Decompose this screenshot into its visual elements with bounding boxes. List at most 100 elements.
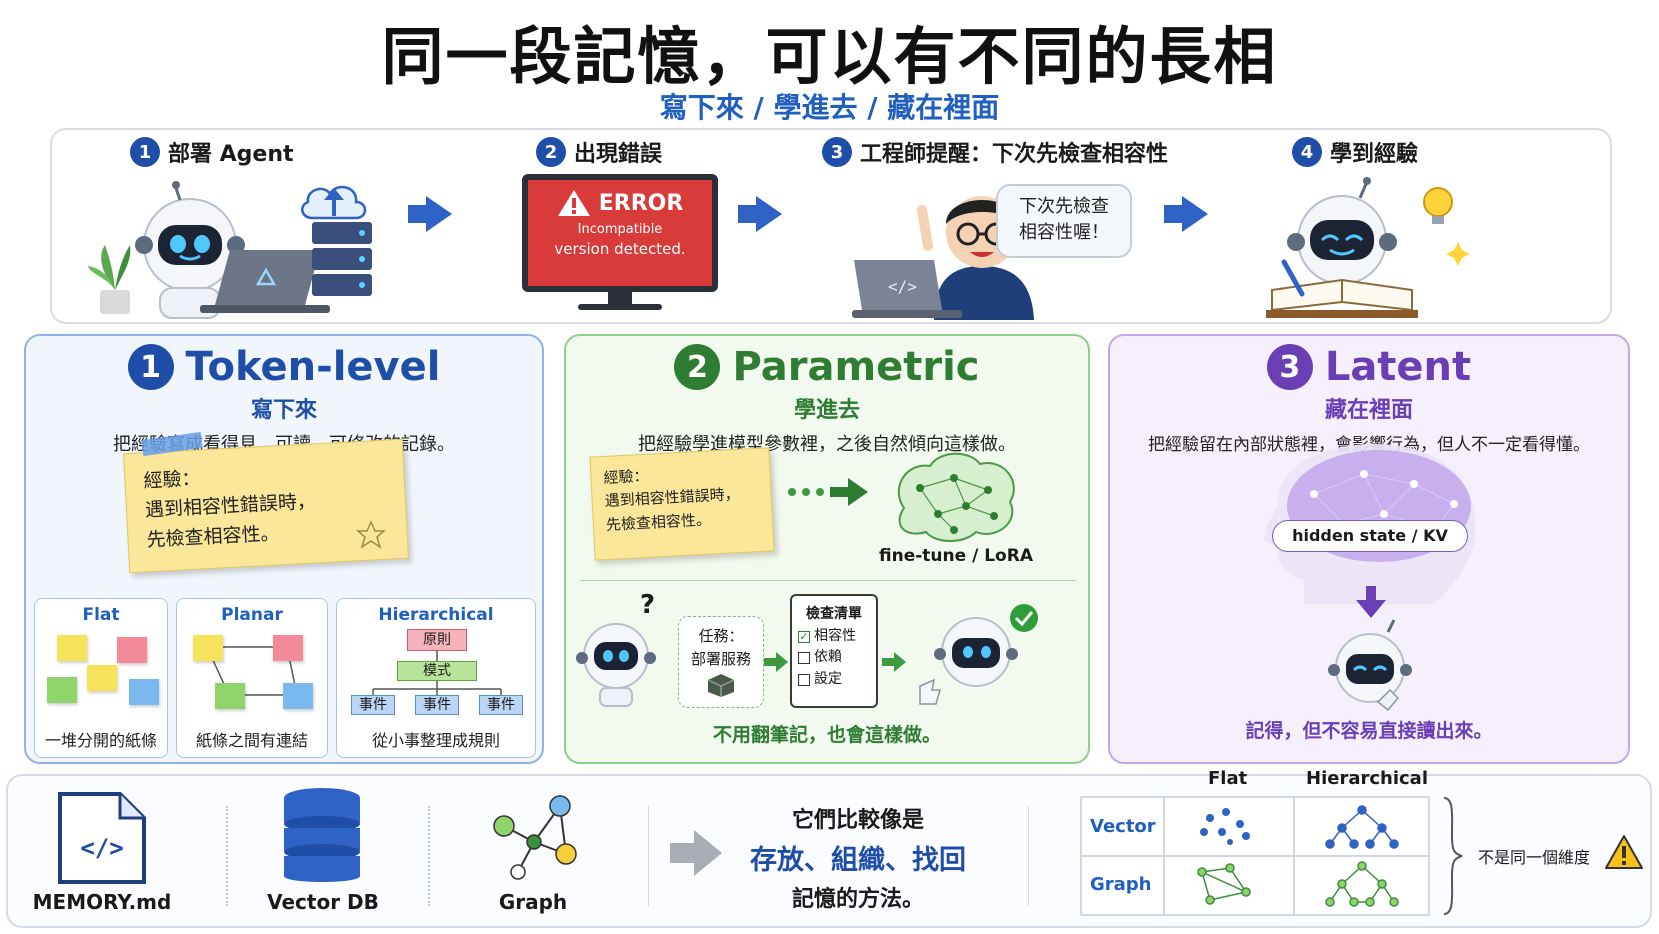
latent-subtitle: 藏在裡面 <box>1324 398 1413 423</box>
step-2-heading: 2 出現錯誤 <box>536 136 662 168</box>
checklist-label: 設定 <box>814 671 842 688</box>
checklist-item: 設定 <box>798 669 870 691</box>
graph-label: Graph <box>498 890 568 914</box>
sticky-note <box>283 683 313 709</box>
robot-learning-illustration <box>1266 177 1470 318</box>
step-number: 1 <box>130 137 160 167</box>
flat-caption: 一堆分開的紙條 <box>44 731 157 750</box>
hierarchical-title: Hierarchical <box>378 605 494 625</box>
step-1-heading: 1 部署 Agent <box>130 136 294 168</box>
methods-statement: 它們比較像是 存放、組織、找回 記憶的方法。 <box>728 802 988 913</box>
step-label: 出現錯誤 <box>574 142 663 167</box>
database-icon <box>284 788 360 882</box>
checklist-card: 檢查清單 ✓相容性 依賴 設定 <box>790 594 878 708</box>
sticky-note <box>87 665 117 691</box>
task-line-1: 任務： <box>698 627 744 645</box>
planar-box: Planar 紙條之間有連結 <box>176 598 328 758</box>
down-arrow-icon <box>1356 586 1386 618</box>
token-level-panel: 1 Token-level 寫下來 把經驗寫成看得見、可讀、可修改的記錄。 經驗… <box>24 334 544 764</box>
panel-number: 2 <box>674 344 721 390</box>
monitor-stand <box>608 292 632 306</box>
matrix-row-vector: Vector <box>1090 816 1156 837</box>
experience-note: 經驗： 遇到相容性錯誤時， 先檢查相容性。 <box>123 438 409 574</box>
panel-number: 1 <box>127 344 174 390</box>
neural-brain-icon <box>897 452 1015 542</box>
checkbox-checked-icon: ✓ <box>798 629 810 643</box>
checklist-item: 依賴 <box>798 647 870 669</box>
hier-event: 事件 <box>351 695 395 715</box>
statement-line-3: 記憶的方法。 <box>791 887 924 912</box>
statement-line-1: 它們比較像是 <box>791 808 924 833</box>
parametric-footer: 不用翻筆記，也會這樣做。 <box>712 724 941 746</box>
step-label: 工程師提醒：下次先檢查相容性 <box>860 142 1169 167</box>
planar-caption: 紙條之間有連結 <box>195 731 308 750</box>
code-glyph: </> <box>80 834 123 862</box>
monitor-base <box>578 304 662 310</box>
sticky-note <box>129 679 159 705</box>
step-number: 4 <box>1292 137 1322 167</box>
hidden-state-label: hidden state / KV <box>1272 520 1468 552</box>
step-3-heading: 3 工程師提醒：下次先檢查相容性 <box>822 136 1168 168</box>
matrix-row-graph: Graph <box>1090 874 1152 895</box>
code-glyph: </> <box>888 277 917 296</box>
divider <box>580 580 1076 581</box>
package-icon <box>707 674 735 697</box>
sticky-note <box>215 683 245 709</box>
flat-box: Flat 一堆分開的紙條 <box>34 598 168 758</box>
latent-panel: 3 Latent 藏在裡面 把經驗留在內部狀態裡，會影響行為，但人不一定看得懂。… <box>1108 334 1630 764</box>
hier-principle: 原則 <box>407 629 467 651</box>
bubble-line-1: 下次先檢查 <box>1019 196 1109 217</box>
sticky-note <box>193 635 223 661</box>
dotted-arrow-icon <box>788 478 868 506</box>
task-line-2: 部署服務 <box>690 649 751 668</box>
curly-brace-icon <box>1443 797 1463 915</box>
planar-title: Planar <box>221 605 283 625</box>
arrow-icon <box>882 652 906 672</box>
graph-flat-icon <box>1197 863 1251 905</box>
robot-thumbs-up-icon <box>919 604 1038 705</box>
step-label: 學到經驗 <box>1330 142 1419 167</box>
planar-graph-icon <box>206 646 298 696</box>
bubble-line-2: 相容性喔！ <box>1019 222 1109 244</box>
laptop-icon <box>852 260 962 318</box>
error-line-2: version detected. <box>554 240 686 258</box>
step-label: 部署 Agent <box>168 142 294 167</box>
panel-title-text: Latent <box>1324 344 1472 390</box>
hierarchical-caption: 從小事整理成規則 <box>371 731 500 750</box>
warning-icon <box>557 190 590 216</box>
sticky-note <box>57 635 87 661</box>
checklist-item: ✓ 相容性 <box>798 626 870 648</box>
gray-arrow-icon <box>670 830 722 876</box>
matrix-col-flat: Flat <box>1208 768 1248 789</box>
vector-db-label: Vector DB <box>267 890 379 914</box>
page-subtitle: 寫下來 / 學進去 / 藏在裡面 <box>659 91 1000 124</box>
parametric-subtitle: 學進去 <box>793 398 860 423</box>
panel-title-text: Parametric <box>732 344 980 390</box>
memory-matrix <box>1080 796 1430 916</box>
token-level-subtitle: 寫下來 <box>250 398 317 423</box>
checkbox-empty-icon <box>798 673 810 686</box>
warning-icon <box>1605 835 1643 869</box>
flow-arrow <box>408 196 452 232</box>
vector-hierarchy-icon <box>1325 805 1399 849</box>
matrix-col-hierarchical: Hierarchical <box>1306 768 1428 789</box>
star-icon <box>356 520 386 549</box>
robot-thinking-icon <box>1328 619 1412 712</box>
hier-pattern: 模式 <box>397 661 477 681</box>
brain-caption: fine-tune / LoRA <box>879 546 1033 566</box>
dimension-note: 不是同一個維度 <box>1478 848 1591 867</box>
plant-icon <box>88 245 131 314</box>
checklist-label: 相容性 <box>814 627 856 644</box>
panel-title-text: Token-level <box>185 344 441 390</box>
question-mark: ? <box>640 590 656 620</box>
dotted-separator <box>428 806 430 906</box>
sticky-note <box>117 637 147 663</box>
file-code-icon: </> <box>58 792 146 884</box>
error-monitor: ERROR Incompatible version detected. <box>522 174 718 292</box>
parametric-title: 2 Parametric <box>566 344 1088 390</box>
page-title: 同一段記憶，可以有不同的長相 <box>381 20 1278 93</box>
speech-bubble: 下次先檢查 相容性喔！ <box>996 184 1132 258</box>
memory-md-label: MEMORY.md <box>32 890 172 914</box>
dotted-separator <box>226 806 228 906</box>
graph-icon <box>493 795 577 880</box>
